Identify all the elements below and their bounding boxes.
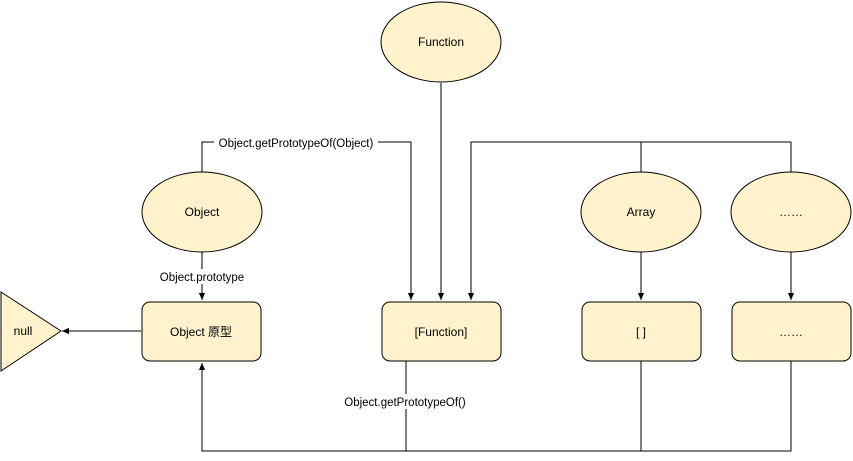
node-array-label: Array [627, 205, 656, 219]
label-object-getprototypeof: Object.getPrototypeOf() [344, 397, 466, 409]
node-array-proto-label: [ ] [636, 325, 646, 339]
edge-constructors-to-function-proto [467, 141, 792, 300]
label-object-prototype: Object.prototype [160, 272, 244, 284]
edge-protos-to-object-proto [198, 361, 792, 452]
node-object-proto: Object 原型 [141, 301, 262, 362]
node-object: Object [141, 171, 263, 253]
node-function-proto: [Function] [381, 301, 502, 362]
node-function-label: Function [418, 35, 464, 49]
connectors [62, 83, 795, 452]
node-null-label: null [14, 324, 33, 338]
node-ellipsis-bottom-label: …… [779, 325, 803, 339]
node-ellipsis-bottom: …… [731, 301, 852, 362]
node-array-proto: [ ] [581, 301, 702, 362]
node-ellipsis-top: …… [730, 171, 852, 253]
node-array: Array [580, 171, 702, 253]
node-null: null [0, 291, 62, 372]
node-ellipsis-top-label: …… [779, 205, 803, 219]
node-object-label: Object [185, 205, 220, 219]
node-function: Function [380, 1, 502, 83]
node-object-proto-label: Object 原型 [170, 325, 232, 339]
label-object-getprototypeof-object: Object.getPrototypeOf(Object) [219, 138, 374, 150]
node-function-proto-label: [Function] [415, 325, 468, 339]
edge-labels: Object.getPrototypeOf(Object) Object.pro… [157, 135, 471, 409]
